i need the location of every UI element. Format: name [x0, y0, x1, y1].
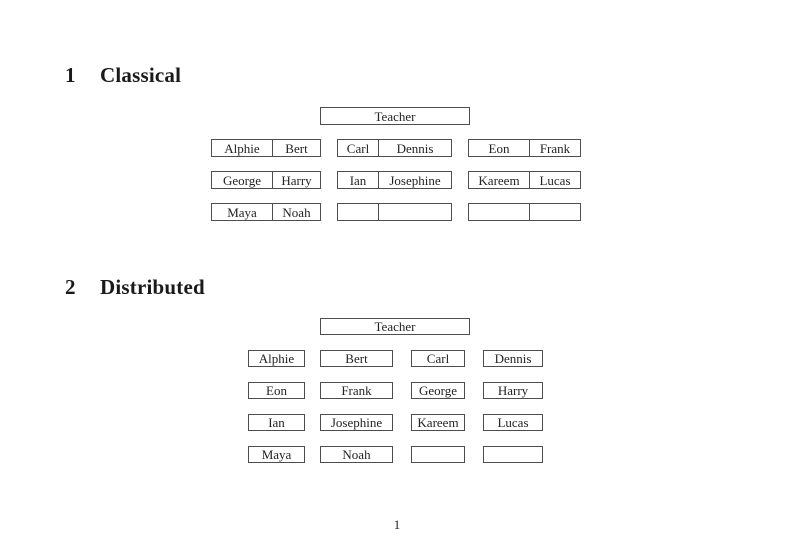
desk: Josephine	[320, 414, 393, 431]
seat	[338, 204, 379, 220]
desk	[337, 203, 452, 221]
seat: Alphie	[212, 140, 273, 156]
desk	[411, 446, 465, 463]
desk: Noah	[320, 446, 393, 463]
desk: Maya	[248, 446, 305, 463]
seat: Noah	[282, 204, 311, 220]
seat	[469, 204, 530, 220]
seat: Maya	[212, 204, 273, 220]
desk: Ian Josephine	[337, 171, 452, 189]
seat: George	[212, 172, 273, 188]
desk: Alphie	[248, 350, 305, 367]
desk: Lucas	[483, 414, 543, 431]
seat: Carl	[338, 140, 379, 156]
desk: Eon	[248, 382, 305, 399]
desk	[483, 446, 543, 463]
desk: Alphie Bert	[211, 139, 321, 157]
desk: George Harry	[211, 171, 321, 189]
section-heading-classical: 1 Classical	[65, 63, 181, 88]
seat	[530, 204, 580, 220]
desk: Carl Dennis	[337, 139, 452, 157]
seat: Dennis	[396, 140, 434, 156]
seat: Ian	[338, 172, 379, 188]
desk: Carl	[411, 350, 465, 367]
section-title: Classical	[100, 63, 182, 87]
teacher-box: Teacher	[320, 318, 470, 335]
desk	[468, 203, 581, 221]
desk: Kareem	[411, 414, 465, 431]
seat: Frank	[539, 140, 571, 156]
desk: Dennis	[483, 350, 543, 367]
seat: Kareem	[469, 172, 530, 188]
section-number: 1	[65, 63, 76, 87]
desk: Ian	[248, 414, 305, 431]
seat: Josephine	[389, 172, 441, 188]
desk: George	[411, 382, 465, 399]
seat: Harry	[281, 172, 312, 188]
desk: Bert	[320, 350, 393, 367]
desk: Maya Noah	[211, 203, 321, 221]
seat: Lucas	[539, 172, 571, 188]
section-number: 2	[65, 275, 76, 299]
seat: Bert	[285, 140, 308, 156]
seat: Eon	[469, 140, 530, 156]
desk: Harry	[483, 382, 543, 399]
page-number: 1	[393, 517, 401, 532]
section-heading-distributed: 2 Distributed	[65, 275, 205, 300]
seat	[379, 204, 451, 220]
teacher-box: Teacher	[320, 107, 470, 125]
desk: Frank	[320, 382, 393, 399]
desk: Eon Frank	[468, 139, 581, 157]
desk: Kareem Lucas	[468, 171, 581, 189]
section-title: Distributed	[100, 275, 205, 299]
